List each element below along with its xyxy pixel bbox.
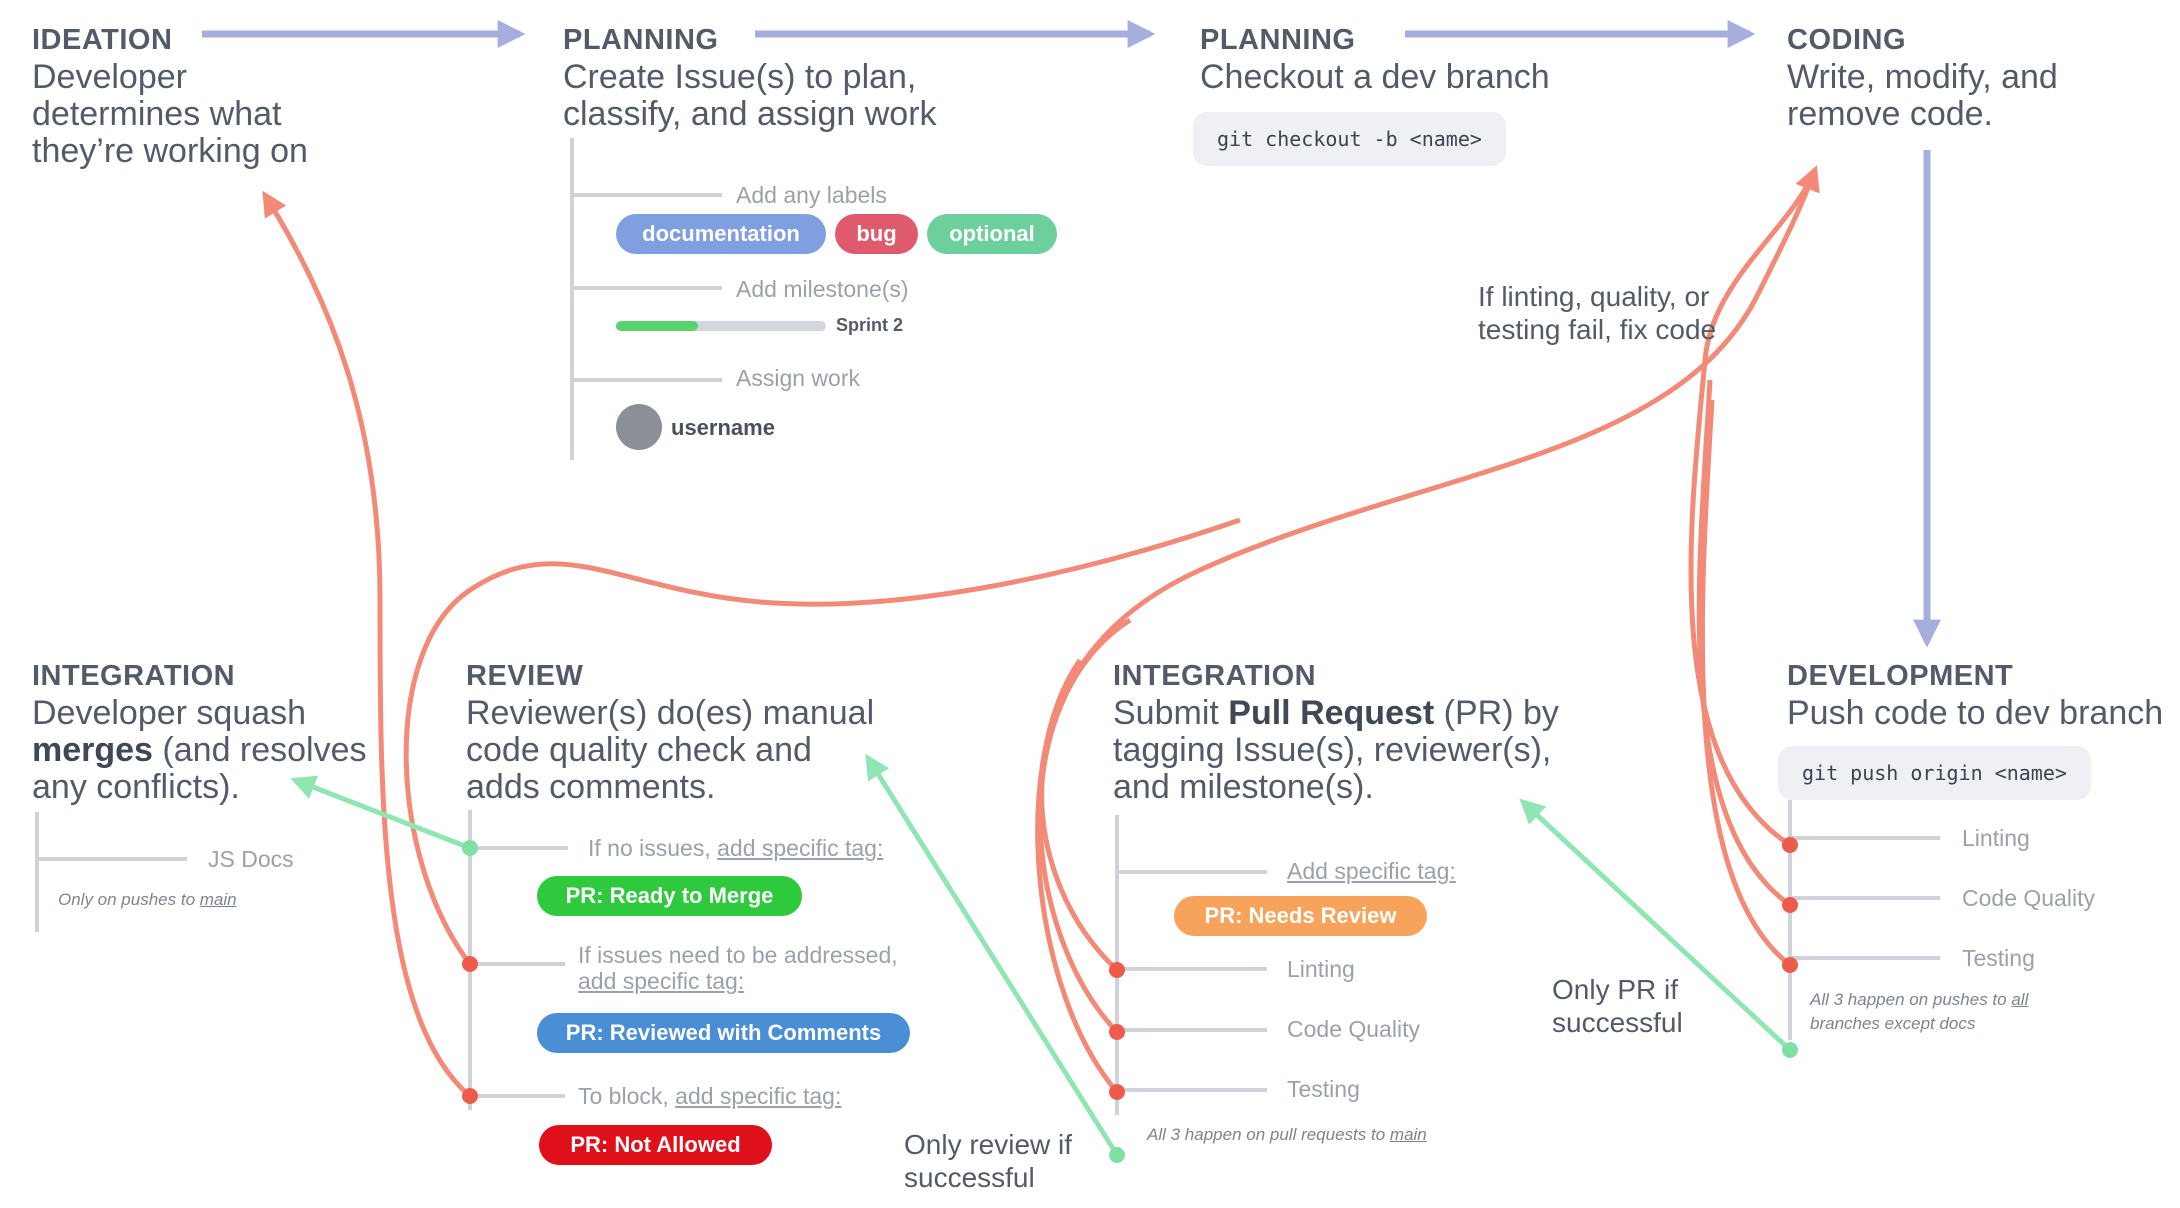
review-option-issues: If issues need to be addressed, add spec… <box>578 942 898 995</box>
stage-description: Submit Pull Request (PR) by tagging Issu… <box>1113 695 1583 806</box>
milestone-progress-fill <box>616 321 698 331</box>
note-emphasis: main <box>1389 1125 1427 1144</box>
option-text: To block, <box>578 1083 669 1109</box>
label-documentation[interactable]: documentation <box>616 214 826 254</box>
stage-description: Write, modify, and remove code. <box>1787 58 2058 133</box>
stage-coding: CODING Write, modify, and remove code. <box>1787 26 2117 133</box>
note-text: All 3 happen on pull requests to <box>1147 1125 1386 1144</box>
pr-check-code-quality: Code Quality <box>1287 1016 1420 1042</box>
planning-tree-lines <box>570 138 722 460</box>
stage-title: INTEGRATION <box>32 660 236 692</box>
desc-text: Developer squash <box>32 694 307 732</box>
stage-title: DEVELOPMENT <box>1787 660 2014 692</box>
avatar[interactable] <box>616 404 662 450</box>
note-text: branches except docs <box>1810 1014 1976 1033</box>
pr-check-linting: Linting <box>1287 956 1355 982</box>
git-checkout-command: git checkout -b <name> <box>1193 112 1506 166</box>
tag-reviewed-with-comments[interactable]: PR: Reviewed with Comments <box>537 1013 910 1053</box>
fix-code-annotation: If linting, quality, or testing fail, fi… <box>1478 281 1717 345</box>
only-review-annotation: Only review if successful <box>904 1129 1073 1193</box>
merge-tree-lines <box>35 812 187 932</box>
desc-bold: merges <box>32 731 153 769</box>
desc-text: Submit <box>1113 694 1219 732</box>
assignee-username[interactable]: username <box>671 415 775 440</box>
pr-check-testing: Testing <box>1287 1076 1360 1102</box>
label-optional[interactable]: optional <box>927 214 1057 254</box>
stage-title: PLANNING <box>1200 24 1356 56</box>
fail-connectors <box>262 165 1820 1098</box>
dev-check-code-quality: Code Quality <box>1962 885 2095 911</box>
dev-check-testing: Testing <box>1962 945 2035 971</box>
success-connectors <box>290 753 1792 1157</box>
dev-check-linting: Linting <box>1962 825 2030 851</box>
note-text: All 3 happen on pushes to <box>1810 990 2007 1009</box>
git-push-command: git push origin <name> <box>1778 746 2091 800</box>
assign-heading: Assign work <box>736 365 860 391</box>
label-bug[interactable]: bug <box>835 214 918 254</box>
tag-needs-review[interactable]: PR: Needs Review <box>1174 896 1427 936</box>
option-emphasis: add specific tag: <box>578 968 745 995</box>
stage-planning-issues: PLANNING Create Issue(s) to plan, classi… <box>563 26 963 133</box>
stage-title: IDEATION <box>32 24 173 56</box>
stage-title: PLANNING <box>563 24 719 56</box>
tag-ready-to-merge[interactable]: PR: Ready to Merge <box>537 876 802 916</box>
review-option-no-issues: If no issues, add specific tag: <box>588 835 883 861</box>
stage-title: REVIEW <box>466 660 584 692</box>
integration-pr-tree-lines <box>1115 815 1267 1115</box>
dev-checks-note: All 3 happen on pushes to all branches e… <box>1810 988 2028 1036</box>
pr-tag-label: Add specific tag: <box>1287 858 1456 884</box>
tag-not-allowed[interactable]: PR: Not Allowed <box>539 1125 772 1165</box>
option-text: If no issues, <box>588 835 711 861</box>
stage-review: REVIEW Reviewer(s) do(es) manual code qu… <box>466 662 886 806</box>
note-emphasis: all <box>2011 990 2029 1009</box>
stage-description: Reviewer(s) do(es) manual code quality c… <box>466 694 875 806</box>
desc-bold: Pull Request <box>1228 694 1435 732</box>
fail-dots <box>462 837 1798 1104</box>
option-emphasis: add specific tag: <box>717 835 884 861</box>
development-tree-lines <box>1788 800 1940 1040</box>
stage-description: Push code to dev branch <box>1787 694 2164 732</box>
option-emphasis: add specific tag: <box>675 1083 842 1109</box>
merge-note: Only on pushes to main <box>58 888 237 912</box>
success-dots <box>462 840 1798 1163</box>
stage-integration-merge: INTEGRATION Developer squash merges (and… <box>32 662 382 806</box>
stage-integration-pr: INTEGRATION Submit Pull Request (PR) by … <box>1113 662 1583 806</box>
desc-text: (and resolves any conflicts). <box>32 731 367 806</box>
stage-planning-branch: PLANNING Checkout a dev branch <box>1200 26 1600 96</box>
milestone-heading: Add milestone(s) <box>736 276 909 302</box>
milestone-progress-bar <box>616 321 826 331</box>
stage-title: CODING <box>1787 24 1906 56</box>
merge-item-js-docs: JS Docs <box>208 846 294 872</box>
desc-text: (PR) by tagging Issue(s), reviewer(s), a… <box>1113 694 1559 806</box>
stage-development: DEVELOPMENT Push code to dev branch <box>1787 662 2177 732</box>
milestone-name: Sprint 2 <box>836 315 904 335</box>
stage-title: INTEGRATION <box>1113 660 1317 692</box>
stage-description: Developer determines what they’re workin… <box>32 58 308 170</box>
note-emphasis: main <box>199 890 237 909</box>
only-pr-annotation: Only PR if successful <box>1552 974 1683 1038</box>
option-text: If issues need to be addressed, <box>578 942 898 968</box>
stage-description: Developer squash merges (and resolves an… <box>32 695 382 806</box>
note-text: Only on pushes to <box>58 890 196 909</box>
pr-checks-note: All 3 happen on pull requests to main <box>1147 1123 1427 1147</box>
stage-ideation: IDEATION Developer determines what they’… <box>32 26 362 170</box>
review-tree-lines <box>468 810 568 1110</box>
stage-description: Create Issue(s) to plan, classify, and a… <box>563 58 937 133</box>
labels-heading: Add any labels <box>736 182 887 208</box>
stage-description: Checkout a dev branch <box>1200 58 1550 96</box>
review-option-block: To block, add specific tag: <box>578 1083 841 1109</box>
